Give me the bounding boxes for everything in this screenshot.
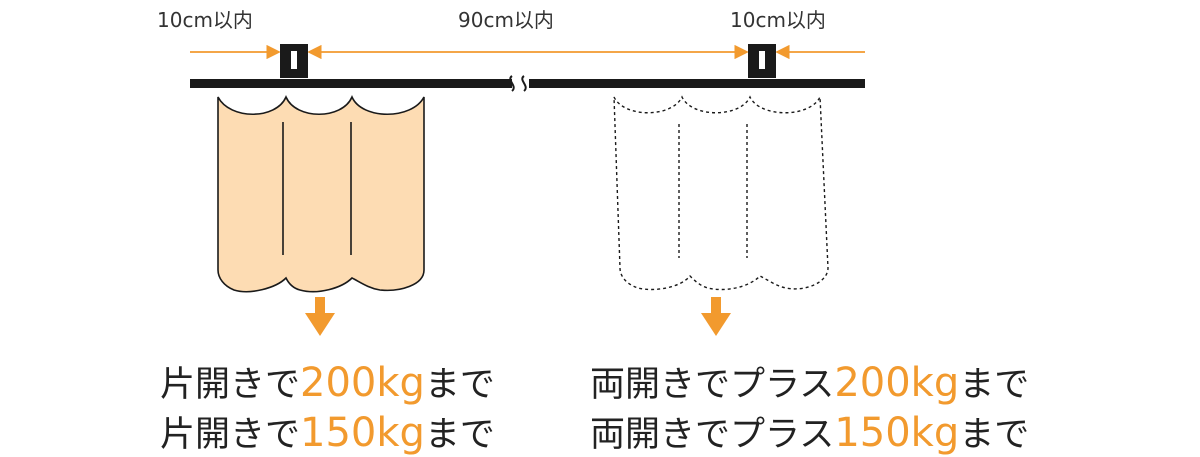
- caption-left-2: 片開きで150kgまで: [160, 410, 495, 456]
- caption-left-1: 片開きで200kgまで: [160, 360, 495, 406]
- rail-left-segment: [190, 79, 512, 88]
- center-span-label: 90cm以内: [458, 8, 554, 32]
- curtain-rail: [190, 75, 865, 92]
- down-arrow-icon-right: [701, 297, 731, 336]
- caption-right-2: 両開きでプラス150kgまで: [590, 410, 1030, 456]
- curtain-double-open: [613, 95, 829, 291]
- rail-right-segment: [529, 79, 865, 88]
- caption-right-1: 両開きでプラス200kgまで: [590, 360, 1030, 406]
- bracket-right: [748, 44, 776, 78]
- left-gap-label: 10cm以内: [157, 8, 253, 32]
- rail-break-icon: [509, 75, 527, 92]
- right-gap-label: 10cm以内: [730, 8, 826, 32]
- down-arrow-icon-left: [305, 297, 335, 336]
- curtain-single-open: [217, 95, 425, 293]
- bracket-left: [280, 44, 308, 78]
